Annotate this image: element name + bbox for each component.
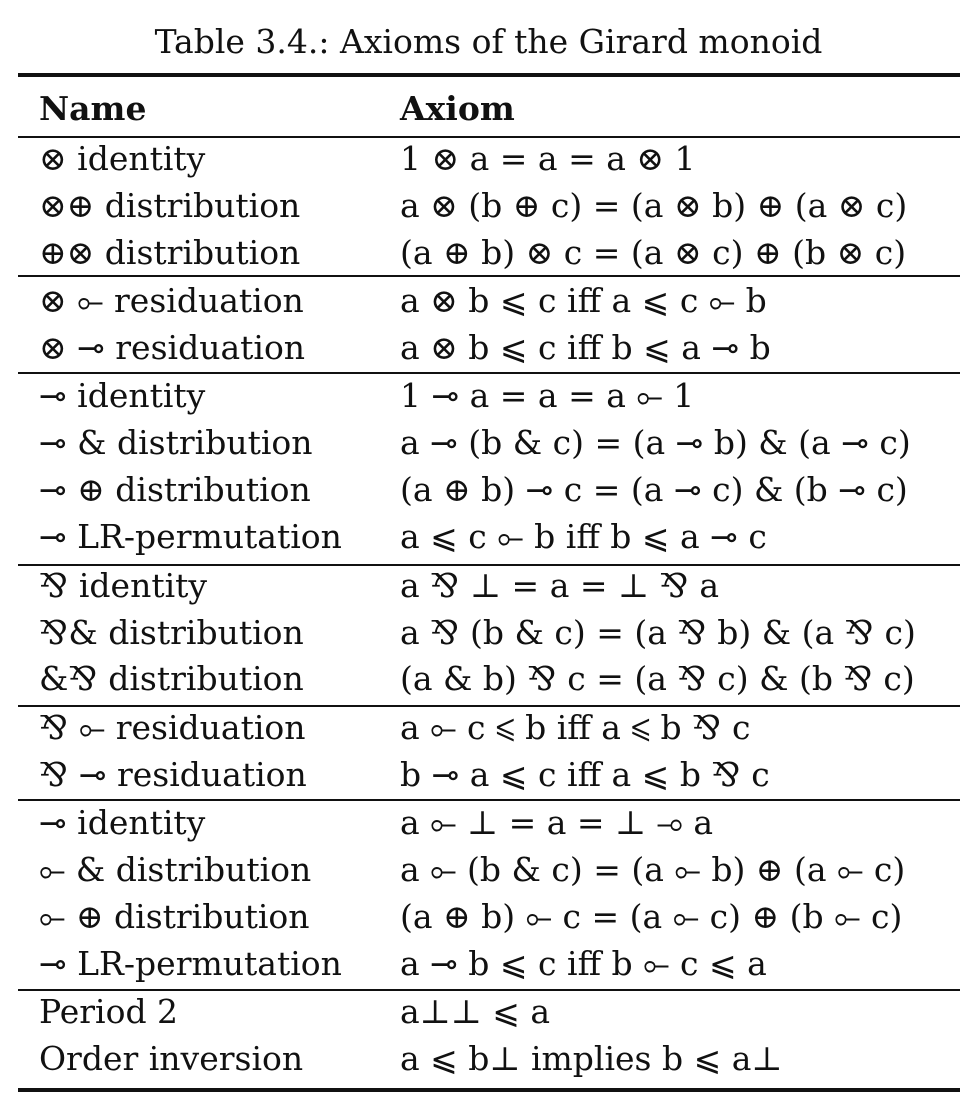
- axiom-formula: a ⊸ (b & c) = (a ⊸ b) & (a ⊸ c): [400, 423, 911, 462]
- axiom-formula: (a & b) ⅋ c = (a ⅋ c) & (b ⅋ c): [400, 659, 915, 698]
- table-row: ⊗⊕ distribution a ⊗ (b ⊕ c) = (a ⊗ b) ⊕ …: [0, 182, 977, 229]
- axiom-name: ⊗ identity: [39, 139, 206, 178]
- axiom-name: ⊸ identity: [39, 376, 206, 415]
- axiom-name: ⊸ & distribution: [39, 423, 313, 462]
- axiom-name: ⊗ ⟜ residuation: [39, 281, 304, 320]
- axiom-formula: a ⟜ (b & c) = (a ⟜ b) ⊕ (a ⟜ c): [400, 850, 906, 889]
- axiom-name: Order inversion: [39, 1039, 304, 1078]
- axiom-name: ⊸ LR-permutation: [39, 944, 342, 983]
- axiom-name: ⊸ ⊕ distribution: [39, 470, 311, 509]
- table-row: ⅋& distribution a ⅋ (b & c) = (a ⅋ b) & …: [0, 609, 977, 656]
- axiom-formula: (a ⊕ b) ⊸ c = (a ⊸ c) & (b ⊸ c): [400, 470, 908, 509]
- header-row: Name Axiom: [0, 85, 977, 132]
- group-divider: [18, 705, 960, 707]
- header-name: Name: [39, 89, 147, 128]
- table-row: ⊕⊗ distribution (a ⊕ b) ⊗ c = (a ⊗ c) ⊕ …: [0, 229, 977, 276]
- axiom-formula: a ⊗ b ⩽ c iff b ⩽ a ⊸ b: [400, 328, 771, 367]
- table-row: Period 2 a⊥⊥ ⩽ a: [0, 988, 977, 1035]
- bottom-rule: [18, 1088, 960, 1092]
- table-row: ⊗ ⟜ residuation a ⊗ b ⩽ c iff a ⩽ c ⟜ b: [0, 277, 977, 324]
- axiom-formula: a ⊗ (b ⊕ c) = (a ⊗ b) ⊕ (a ⊗ c): [400, 186, 908, 225]
- table-row: ⊗ ⊸ residuation a ⊗ b ⩽ c iff b ⩽ a ⊸ b: [0, 324, 977, 371]
- axiom-name: ⅋ ⟜ residuation: [39, 708, 306, 747]
- axiom-name: ⊕⊗ distribution: [39, 233, 301, 272]
- axiom-formula: a ⅋ ⊥ = a = ⊥ ⅋ a: [400, 566, 720, 605]
- axiom-formula: a⊥⊥ ⩽ a: [400, 992, 551, 1031]
- group-divider: [18, 989, 960, 991]
- axiom-formula: b ⊸ a ⩽ c iff a ⩽ b ⅋ c: [400, 755, 770, 794]
- axiom-formula: 1 ⊗ a = a = a ⊗ 1: [400, 139, 696, 178]
- axiom-formula: a ⊸ b ⩽ c iff b ⟜ c ⩽ a: [400, 944, 767, 983]
- table-row: ⅋ ⟜ residuation a ⟜ c ⩽ b iff a ⩽ b ⅋ c: [0, 704, 977, 751]
- group-divider: [18, 564, 960, 566]
- table-row: ⊸ LR-permutation a ⊸ b ⩽ c iff b ⟜ c ⩽ a: [0, 940, 977, 987]
- axiom-name: ⊗ ⊸ residuation: [39, 328, 306, 367]
- axiom-formula: a ⊗ b ⩽ c iff a ⩽ c ⟜ b: [400, 281, 767, 320]
- axiom-formula: a ⩽ c ⟜ b iff b ⩽ a ⊸ c: [400, 517, 767, 556]
- table-row: &⅋ distribution (a & b) ⅋ c = (a ⅋ c) & …: [0, 655, 977, 702]
- axiom-name: Period 2: [39, 992, 179, 1031]
- axiom-name: ⟜ & distribution: [39, 850, 312, 889]
- axiom-formula: 1 ⊸ a = a = a ⟜ 1: [400, 376, 695, 415]
- top-rule: [18, 73, 960, 77]
- axiom-name: ⊗⊕ distribution: [39, 186, 301, 225]
- table-row: ⊸ & distribution a ⊸ (b & c) = (a ⊸ b) &…: [0, 419, 977, 466]
- axiom-formula: (a ⊕ b) ⟜ c = (a ⟜ c) ⊕ (b ⟜ c): [400, 897, 903, 936]
- table-row: ⟜ & distribution a ⟜ (b & c) = (a ⟜ b) ⊕…: [0, 846, 977, 893]
- header-axiom: Axiom: [400, 89, 515, 128]
- axiom-formula: (a ⊕ b) ⊗ c = (a ⊗ c) ⊕ (b ⊗ c): [400, 233, 907, 272]
- axiom-formula: a ⩽ b⊥ implies b ⩽ a⊥: [400, 1039, 783, 1078]
- axiom-name: ⊸ LR-permutation: [39, 517, 342, 556]
- group-divider: [18, 275, 960, 277]
- axiom-name: ⊸ identity: [39, 803, 206, 842]
- axiom-name: ⅋ identity: [39, 566, 208, 605]
- group-divider: [18, 372, 960, 374]
- table-row: ⅋ identity a ⅋ ⊥ = a = ⊥ ⅋ a: [0, 562, 977, 609]
- table-row: Order inversion a ⩽ b⊥ implies b ⩽ a⊥: [0, 1035, 977, 1082]
- axiom-name: &⅋ distribution: [39, 659, 304, 698]
- axiom-name: ⅋ ⊸ residuation: [39, 755, 307, 794]
- table-row: ⊸ identity 1 ⊸ a = a = a ⟜ 1: [0, 372, 977, 419]
- table-row: ⅋ ⊸ residuation b ⊸ a ⩽ c iff a ⩽ b ⅋ c: [0, 751, 977, 798]
- header-rule: [18, 136, 960, 138]
- table-row: ⊗ identity 1 ⊗ a = a = a ⊗ 1: [0, 135, 977, 182]
- table-row: ⊸ LR-permutation a ⩽ c ⟜ b iff b ⩽ a ⊸ c: [0, 513, 977, 560]
- axiom-formula: a ⟜ ⊥ = a = ⊥ ⊸ a: [400, 803, 714, 842]
- group-divider: [18, 799, 960, 801]
- table-row: ⊸ identity a ⟜ ⊥ = a = ⊥ ⊸ a: [0, 799, 977, 846]
- axiom-formula: a ⟜ c ⩽ b iff a ⩽ b ⅋ c: [400, 708, 751, 747]
- table-row: ⟜ ⊕ distribution (a ⊕ b) ⟜ c = (a ⟜ c) ⊕…: [0, 893, 977, 940]
- axiom-name: ⅋& distribution: [39, 613, 304, 652]
- table-caption: Table 3.4.: Axioms of the Girard monoid: [154, 22, 823, 61]
- table-row: ⊸ ⊕ distribution (a ⊕ b) ⊸ c = (a ⊸ c) &…: [0, 466, 977, 513]
- axiom-name: ⟜ ⊕ distribution: [39, 897, 310, 936]
- axiom-formula: a ⅋ (b & c) = (a ⅋ b) & (a ⅋ c): [400, 613, 916, 652]
